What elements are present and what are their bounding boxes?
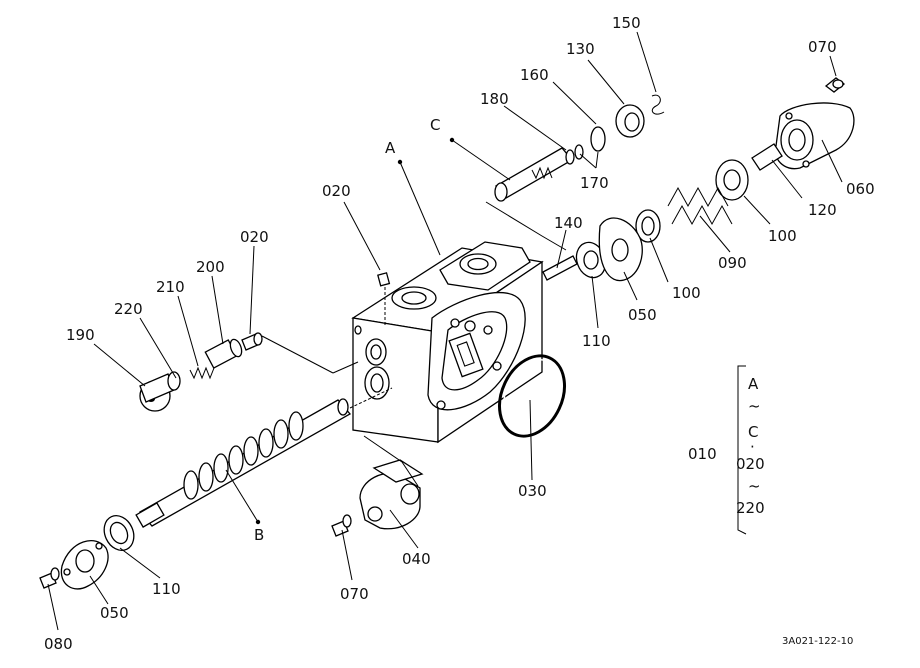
seal-plate-assembly <box>39 514 135 590</box>
callout-150: 150 <box>612 14 641 32</box>
leader-lines <box>47 31 843 631</box>
o-ring-030 <box>498 354 566 438</box>
relief-valve-c <box>485 94 665 251</box>
group-bracket <box>737 365 747 535</box>
callout-100-mid: 100 <box>672 284 701 302</box>
callout-120: 120 <box>808 201 837 219</box>
callout-210: 210 <box>156 278 185 296</box>
callout-180: 180 <box>480 90 509 108</box>
lever-seal-assembly <box>542 217 643 282</box>
group-line-3: C <box>748 423 758 441</box>
valve-body <box>351 241 544 444</box>
callout-130: 130 <box>566 40 595 58</box>
callout-190: 190 <box>66 326 95 344</box>
callout-170: 170 <box>580 174 609 192</box>
group-line-7: 220 <box>736 499 765 517</box>
callout-a: A <box>385 139 396 157</box>
callout-b: B <box>254 526 264 544</box>
figure-code: 3A021-122-10 <box>782 636 853 647</box>
callout-040: 040 <box>402 550 431 568</box>
callout-080: 080 <box>44 635 73 653</box>
cap-040 <box>331 435 424 537</box>
callout-160: 160 <box>520 66 549 84</box>
callout-c: C <box>430 116 440 134</box>
callout-060: 060 <box>846 180 875 198</box>
callout-020-left: 020 <box>240 228 269 246</box>
callout-100-right: 100 <box>768 227 797 245</box>
callout-070-top: 070 <box>808 38 837 56</box>
callout-050-mid: 050 <box>628 306 657 324</box>
group-line-6: ~ <box>748 477 761 495</box>
group-key: 010 A ~ C · 020 ~ 220 <box>688 375 765 517</box>
callout-labels: 150 130 160 180 170 C A 070 060 120 100 … <box>44 14 875 653</box>
callout-110-bottom: 110 <box>152 580 181 598</box>
group-line-2: ~ <box>748 397 761 415</box>
callout-110-mid: 110 <box>582 332 611 350</box>
spool <box>135 387 393 528</box>
callout-090: 090 <box>718 254 747 272</box>
callout-020-top: 020 <box>322 182 351 200</box>
group-line-1: A <box>748 375 759 393</box>
callout-070-bottom: 070 <box>340 585 369 603</box>
callout-140: 140 <box>554 214 583 232</box>
group-label: 010 <box>688 445 717 463</box>
callout-200: 200 <box>196 258 225 276</box>
callout-220: 220 <box>114 300 143 318</box>
callout-030: 030 <box>518 482 547 500</box>
group-line-4: · <box>750 438 755 456</box>
callout-050-bottom: 050 <box>100 604 129 622</box>
group-line-5: 020 <box>736 455 765 473</box>
plug-assembly <box>139 332 359 412</box>
relief-cap-assembly <box>635 77 855 243</box>
